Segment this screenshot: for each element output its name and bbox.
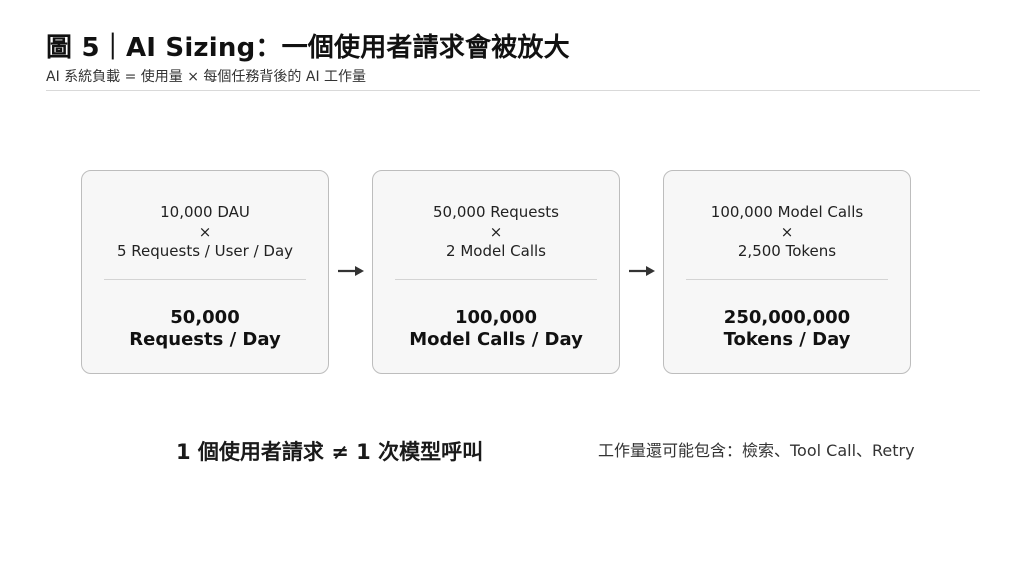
figure-header: 圖 5｜AI Sizing：一個使用者請求會被放大 AI 系統負載 = 使用量 … [46, 30, 980, 91]
card-input-1: 100,000 Model Calls [710, 203, 864, 221]
card-result-value: 250,000,000 [723, 307, 851, 328]
card-result: 50,000 Requests / Day [82, 307, 328, 351]
card-result-unit: Requests / Day [129, 329, 281, 350]
footer-note: 工作量還可能包含：檢索、Tool Call、Retry [598, 441, 915, 460]
card-result: 250,000,000 Tokens / Day [664, 307, 910, 351]
figure-subtitle: AI 系統負載 = 使用量 × 每個任務背後的 AI 工作量 [46, 69, 367, 85]
card-divider [104, 279, 306, 280]
arrow-right-icon [338, 266, 364, 276]
card-result-value: 50,000 [170, 307, 240, 328]
card-input-2: 2,500 Tokens [737, 242, 837, 260]
card-input-2: 2 Model Calls [446, 242, 546, 260]
card-result: 100,000 Model Calls / Day [373, 307, 619, 351]
card-divider [395, 279, 597, 280]
card-result-unit: Tokens / Day [723, 329, 851, 350]
card-divider [686, 279, 888, 280]
figure-title: 圖 5｜AI Sizing：一個使用者請求會被放大 [46, 33, 570, 63]
multiply-operator: × [780, 222, 794, 241]
multiply-operator: × [489, 222, 503, 241]
card-requests: 10,000 DAU × 5 Requests / User / Day 50,… [81, 170, 329, 374]
card-input-1: 50,000 Requests [433, 203, 559, 221]
card-inputs: 100,000 Model Calls × 2,500 Tokens [664, 203, 910, 262]
header-divider [46, 90, 980, 91]
multiply-operator: × [198, 222, 212, 241]
arrow-right-icon [629, 266, 655, 276]
footer-key-message: 1 個使用者請求 ≠ 1 次模型呼叫 [176, 440, 484, 464]
card-input-1: 10,000 DAU [160, 203, 250, 221]
card-tokens: 100,000 Model Calls × 2,500 Tokens 250,0… [663, 170, 911, 374]
card-result-value: 100,000 [455, 307, 537, 328]
card-input-2: 5 Requests / User / Day [116, 242, 294, 260]
card-inputs: 50,000 Requests × 2 Model Calls [373, 203, 619, 262]
card-model-calls: 50,000 Requests × 2 Model Calls 100,000 … [372, 170, 620, 374]
card-result-unit: Model Calls / Day [409, 329, 583, 350]
card-inputs: 10,000 DAU × 5 Requests / User / Day [82, 203, 328, 262]
